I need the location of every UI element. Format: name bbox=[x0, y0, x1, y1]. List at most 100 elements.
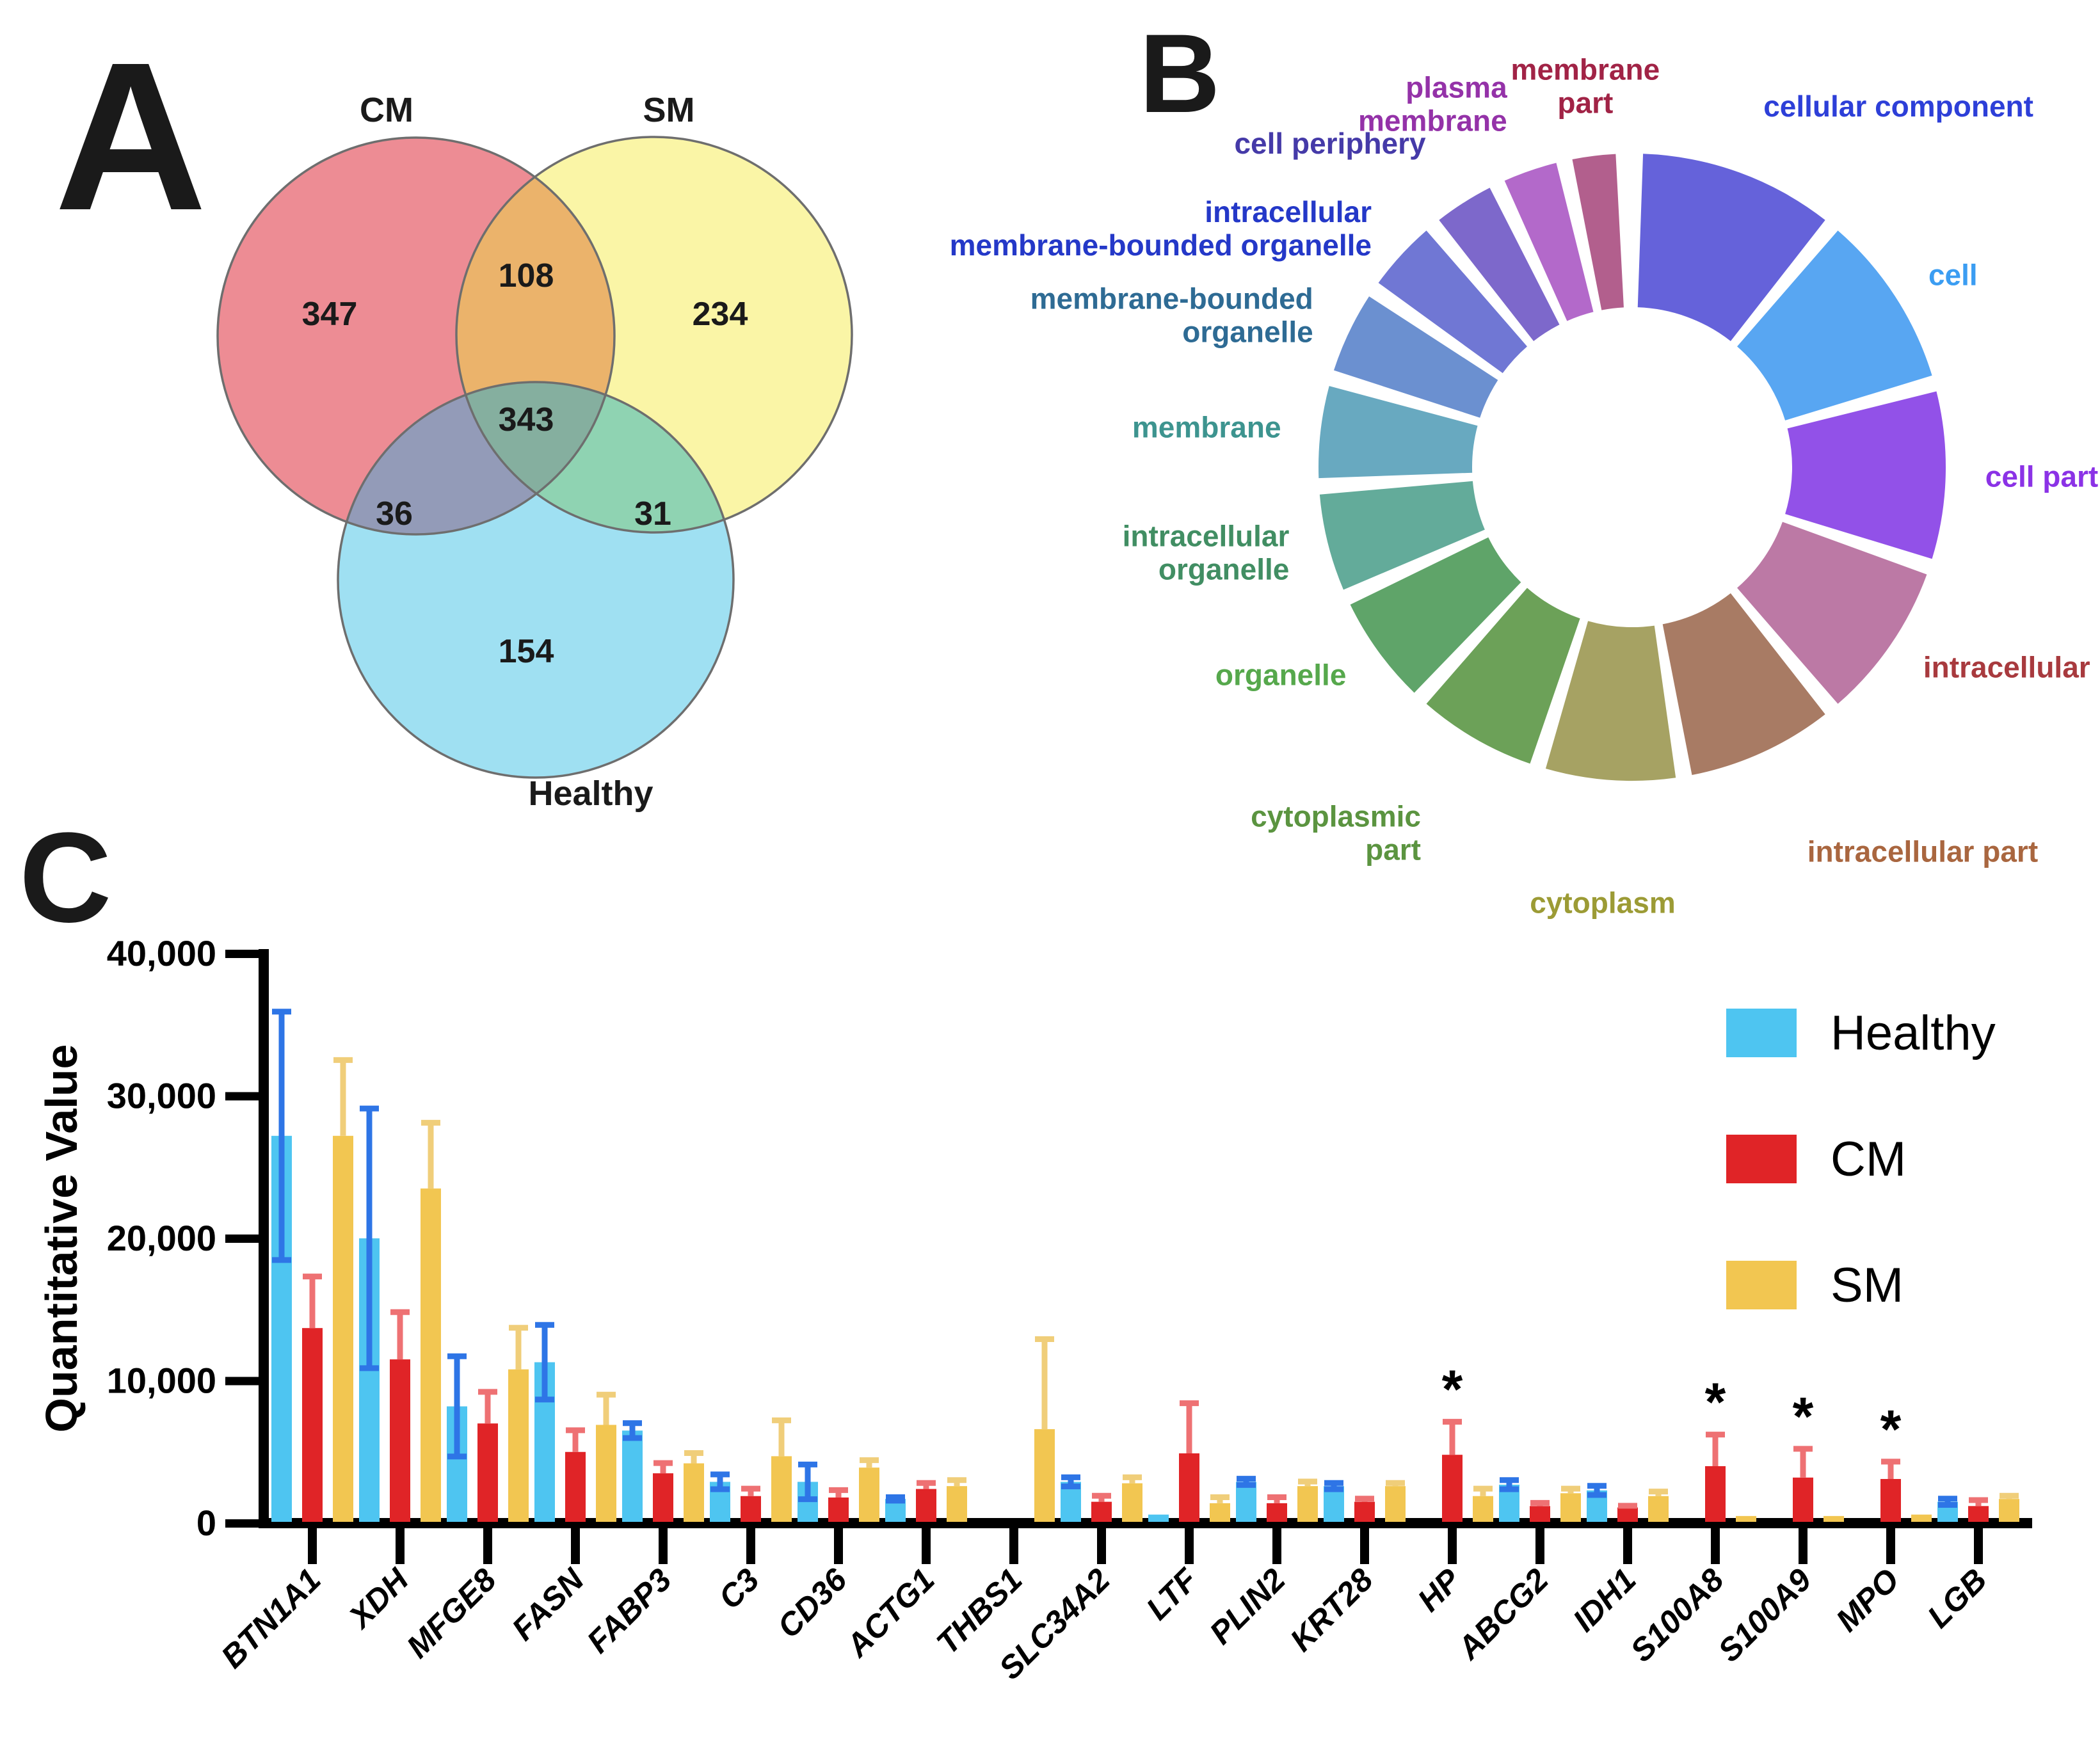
donut-label-cellular-component: cellular component bbox=[1763, 90, 2033, 123]
y-tick bbox=[225, 1519, 259, 1528]
significance-star-MPO: * bbox=[1880, 1399, 1902, 1459]
bar-SM-FASN bbox=[596, 1425, 616, 1522]
x-category-label-CD36: CD36 bbox=[771, 1561, 854, 1645]
bar-Healthy-LTF bbox=[1148, 1514, 1169, 1522]
bar-SM-CD36 bbox=[859, 1467, 879, 1522]
bar-CM-SLC34A2 bbox=[1091, 1501, 1112, 1522]
y-axis-line bbox=[259, 949, 269, 1528]
y-tick-label: 30,000 bbox=[107, 1076, 216, 1116]
donut-segment-plasma-membrane bbox=[1504, 163, 1594, 321]
bar-SM-SLC34A2 bbox=[1122, 1483, 1142, 1522]
legend-swatch-Healthy bbox=[1726, 1009, 1797, 1057]
y-tick-label: 40,000 bbox=[107, 933, 216, 973]
donut-segment-cell-part bbox=[1785, 391, 1946, 559]
x-tick bbox=[1711, 1528, 1720, 1564]
x-category-label-MFGE8: MFGE8 bbox=[399, 1562, 503, 1665]
bar-SM-IDH1 bbox=[1648, 1496, 1669, 1522]
panel-b-label: B bbox=[1139, 12, 1221, 136]
venn-set-label-healthy: Healthy bbox=[528, 774, 653, 813]
legend-label-SM: SM bbox=[1831, 1258, 1904, 1313]
x-tick bbox=[834, 1528, 843, 1564]
bar-CM-KRT28 bbox=[1354, 1501, 1375, 1522]
bar-SM-ABCG2 bbox=[1560, 1493, 1581, 1522]
panel-c-label: C bbox=[19, 806, 112, 949]
go-donut-chart: cellular component cell cell part intracell… bbox=[950, 52, 2099, 919]
x-tick bbox=[1886, 1528, 1895, 1564]
x-tick bbox=[659, 1528, 668, 1564]
x-category-label-BTN1A1: BTN1A1 bbox=[214, 1562, 328, 1675]
y-axis-title: Quantitative Value bbox=[36, 1044, 86, 1433]
donut-label-membrane: membrane bbox=[1132, 411, 1281, 444]
x-tick bbox=[1799, 1528, 1807, 1564]
y-tick bbox=[225, 1092, 259, 1101]
y-tick bbox=[225, 1235, 259, 1243]
x-tick bbox=[1448, 1528, 1457, 1564]
x-tick bbox=[746, 1528, 755, 1564]
x-category-label-ABCG2: ABCG2 bbox=[1450, 1562, 1555, 1667]
venn-set-label-sm: SM bbox=[643, 91, 695, 129]
bar-SM-MPO bbox=[1911, 1514, 1932, 1522]
x-category-label-HP: HP bbox=[1411, 1562, 1468, 1618]
x-tick bbox=[571, 1528, 580, 1564]
bar-CM-XDH bbox=[390, 1359, 410, 1522]
bar-CM-BTN1A1 bbox=[302, 1328, 323, 1522]
x-category-label-ACTG1: ACTG1 bbox=[838, 1562, 942, 1665]
bar-SM-PLIN2 bbox=[1297, 1486, 1318, 1522]
bar-CM-FABP3 bbox=[653, 1473, 673, 1522]
x-category-label-LTF: LTF bbox=[1139, 1561, 1205, 1627]
venn-count-healthy_only: 154 bbox=[499, 633, 554, 670]
bar-SM-S100A9 bbox=[1823, 1515, 1844, 1522]
bar-SM-FABP3 bbox=[684, 1463, 704, 1522]
venn-count-sm_healthy: 31 bbox=[634, 495, 671, 532]
bar-SM-HP bbox=[1473, 1496, 1493, 1522]
donut-segment-membrane bbox=[1319, 386, 1478, 479]
bar-CM-MPO bbox=[1880, 1479, 1901, 1522]
donut-segment-cell-periphery bbox=[1439, 188, 1560, 341]
bar-CM-IDH1 bbox=[1617, 1507, 1638, 1522]
x-tick bbox=[1097, 1528, 1106, 1564]
venn-count-cm_sm_healthy: 343 bbox=[499, 401, 554, 438]
donut-segment-cytoplasm bbox=[1545, 621, 1676, 781]
bar-SM-C3 bbox=[771, 1456, 792, 1522]
venn-count-cm_sm: 108 bbox=[499, 257, 554, 294]
legend-swatch-CM bbox=[1726, 1135, 1797, 1183]
y-tick bbox=[225, 1377, 259, 1386]
bar-SM-LTF bbox=[1210, 1503, 1230, 1522]
donut-segment-membrane-bounded-organelle bbox=[1333, 296, 1498, 418]
x-tick bbox=[922, 1528, 931, 1564]
bar-CM-ABCG2 bbox=[1530, 1506, 1550, 1522]
donut-label-cell-part: cell part bbox=[1985, 459, 2098, 493]
legend-label-CM: CM bbox=[1831, 1132, 1906, 1187]
x-category-label-XDH: XDH bbox=[341, 1562, 415, 1636]
bar-SM-THBS1 bbox=[1034, 1429, 1055, 1522]
donut-label-cytoplasm: cytoplasm bbox=[1530, 886, 1676, 919]
legend-label-Healthy: Healthy bbox=[1831, 1006, 1996, 1060]
bar-SM-KRT28 bbox=[1385, 1486, 1406, 1522]
x-category-label-KRT28: KRT28 bbox=[1283, 1562, 1380, 1658]
x-category-label-MPO: MPO bbox=[1829, 1562, 1906, 1638]
donut-segment-cellular-component bbox=[1637, 154, 1825, 341]
y-tick-label: 0 bbox=[196, 1503, 216, 1543]
donut-segment-intracellular-membrane-bounded-organelle bbox=[1378, 230, 1527, 374]
significance-star-S100A8: * bbox=[1705, 1372, 1726, 1432]
venn-set-label-cm: CM bbox=[360, 91, 413, 129]
x-tick bbox=[483, 1528, 492, 1564]
legend-swatch-SM bbox=[1726, 1261, 1797, 1309]
x-tick bbox=[1009, 1528, 1018, 1564]
bar-Healthy-PLIN2 bbox=[1236, 1482, 1256, 1522]
x-category-label-C3: C3 bbox=[712, 1562, 766, 1616]
significance-star-HP: * bbox=[1442, 1359, 1463, 1419]
donut-segment-intracellular bbox=[1737, 522, 1927, 704]
bar-CM-C3 bbox=[741, 1496, 761, 1522]
x-category-label-LGB: LGB bbox=[1921, 1562, 1994, 1634]
donut-label-cell: cell bbox=[1928, 258, 1978, 291]
x-tick bbox=[396, 1528, 405, 1564]
bar-CM-LTF bbox=[1179, 1453, 1199, 1522]
bar-CM-LGB bbox=[1968, 1506, 1989, 1522]
